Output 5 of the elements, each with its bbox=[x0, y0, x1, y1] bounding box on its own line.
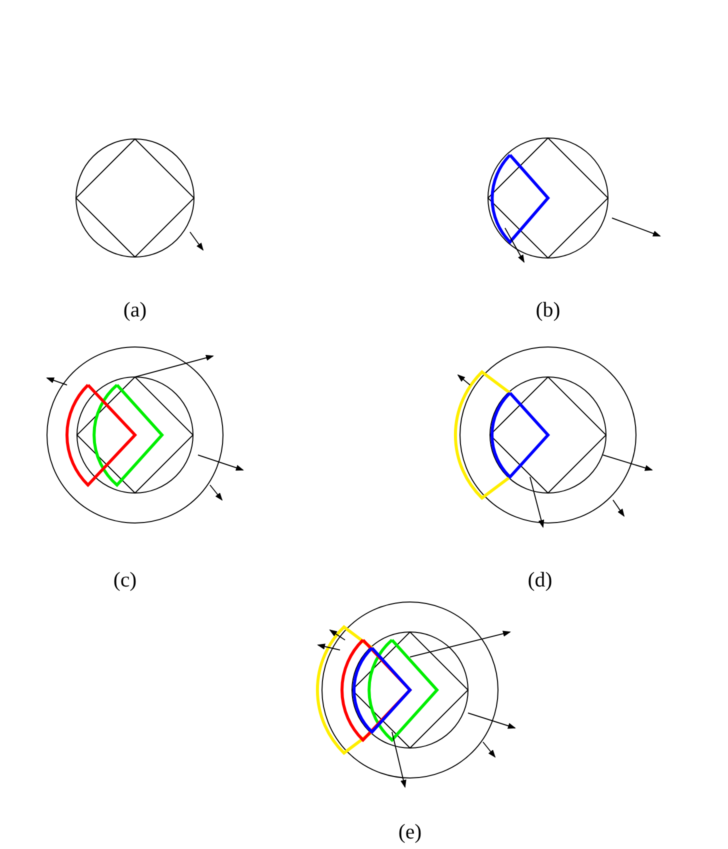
panel-label: (b) bbox=[536, 298, 560, 322]
panel-label: (e) bbox=[398, 820, 422, 844]
panel-label: (d) bbox=[528, 568, 552, 592]
panel-label: (c) bbox=[113, 568, 137, 592]
panel-label: (a) bbox=[123, 298, 147, 322]
